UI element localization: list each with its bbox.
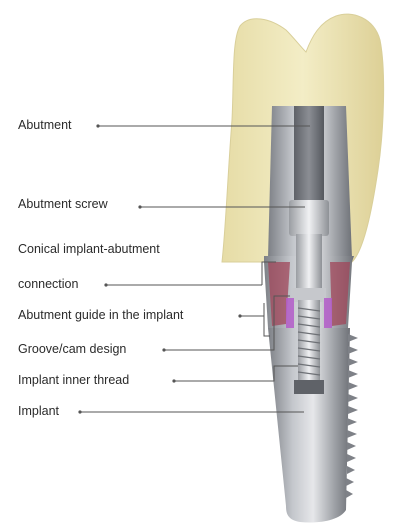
inner-bore: [294, 380, 324, 394]
screw-accent-right: [324, 298, 332, 328]
screw-accent-left: [286, 298, 294, 328]
label-abutment-guide: Abutment guide in the implant: [18, 308, 183, 323]
label-implant: Implant: [18, 404, 59, 419]
screw-head: [289, 200, 329, 236]
label-groove-cam: Groove/cam design: [18, 342, 126, 357]
screw-guide: [292, 288, 326, 302]
label-abutment: Abutment: [18, 118, 72, 133]
screw-neck: [296, 234, 322, 290]
label-conical-connection-line2: connection: [18, 277, 78, 292]
label-inner-thread: Implant inner thread: [18, 373, 129, 388]
abutment-channel: [294, 106, 324, 204]
label-abutment-screw: Abutment screw: [18, 197, 108, 212]
leader-dots: [78, 124, 241, 413]
label-conical-connection-line1: Conical implant-abutment: [18, 242, 160, 257]
